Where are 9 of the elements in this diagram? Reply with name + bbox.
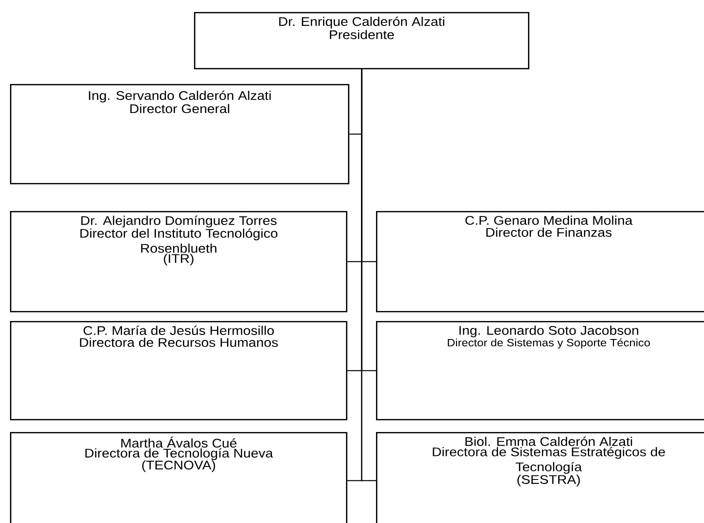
- org-box: Ing. Servando Calderón Alzati Director General: [10, 84, 350, 184]
- org-box: C.P. María de Jesús Hermosillo Directora de Recursos Humanos: [10, 321, 348, 420]
- org-box: Martha Ávalos Cué Directora de Tecnología Nueva (TECNOVA): [10, 432, 348, 523]
- org-box: Dr. Alejandro Domínguez Torres Director del Instituto Tecnológico Rosenblueth (ITR): [10, 211, 348, 312]
- org-box: C.P. Genaro Medina Molina Director de Finanzas: [376, 211, 704, 312]
- org-box: Dr. Enrique Calderón Alzati Presidente: [194, 12, 530, 70]
- connector-line: [361, 68, 376, 482]
- org-box: Ing. Leonardo Soto Jacobson Director de Sistemas y Soporte Técnico: [376, 321, 704, 420]
- org-box: Biol. Emma Calderón Alzati Directora de Sistemas Estratégicos de Tecnología (SESTRA): [376, 432, 704, 523]
